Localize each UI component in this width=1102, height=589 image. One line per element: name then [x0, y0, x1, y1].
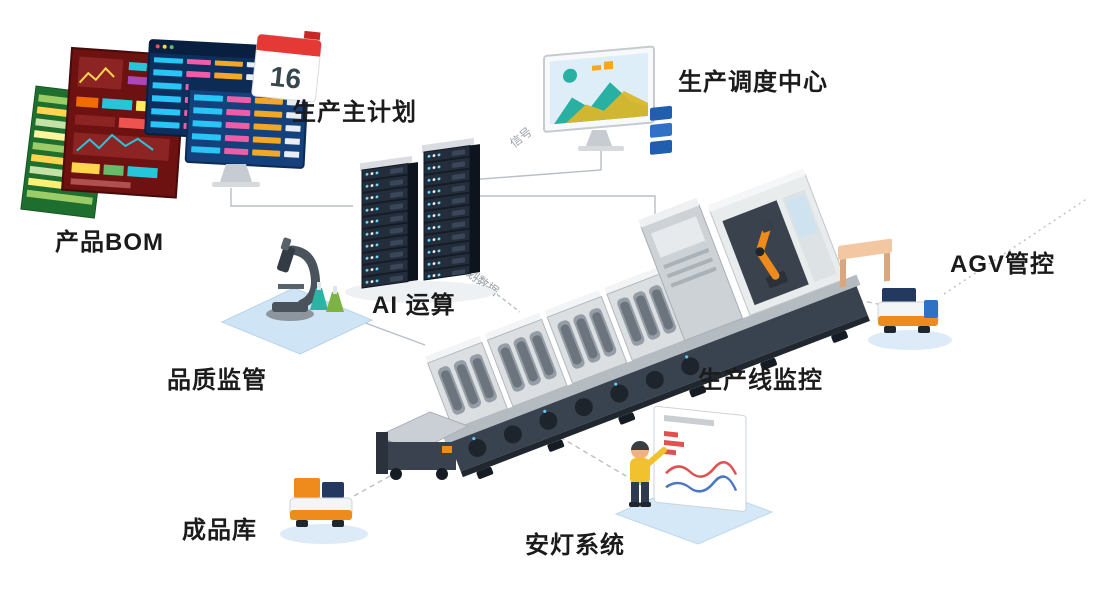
line-feet — [476, 330, 848, 479]
line-cabinet — [638, 197, 744, 342]
edge-conveyor-to-agv — [351, 475, 391, 498]
edge-servers-to-monitor — [467, 151, 602, 181]
label-product-bom: 产品BOM — [55, 229, 164, 256]
agv-left-illustration — [280, 478, 368, 544]
label-dispatch-center: 生产调度中心 — [678, 69, 828, 96]
robot-arm — [755, 220, 788, 289]
microscope — [266, 237, 320, 321]
robot-cell — [707, 168, 846, 317]
production-line-illustration — [424, 168, 870, 479]
bom-screens-illustration — [20, 39, 309, 219]
chart-area-yellow — [566, 91, 648, 124]
label-agv-control: AGV管控 — [950, 251, 1056, 278]
label-line-monitor: 生产线监控 — [698, 367, 823, 394]
exit-table — [838, 238, 892, 288]
edge-agv-right-out — [943, 197, 1089, 295]
label-master-plan: 生产主计划 — [292, 99, 417, 126]
label-andon: 安灯系统 — [525, 532, 625, 559]
lab-flasks — [310, 282, 344, 312]
calendar-day: 16 — [268, 61, 302, 95]
edge-bom-to-servers — [230, 188, 353, 207]
server-tower-right — [422, 137, 480, 281]
andon-person — [629, 441, 667, 507]
line-platform — [441, 274, 861, 444]
edge-servers-to-line — [470, 195, 656, 214]
dispatch-monitor-illustration — [543, 45, 672, 155]
server-racks-illustration — [345, 137, 495, 303]
label-finished-store: 成品库 — [182, 517, 257, 544]
server-tower-left — [360, 155, 418, 289]
server-shadow — [345, 281, 495, 303]
line-motors — [468, 355, 700, 457]
edge-label-signal: 信号 — [507, 125, 535, 151]
quality-platform — [220, 287, 374, 355]
microscope-illustration — [220, 237, 374, 355]
andon-board — [653, 405, 747, 512]
andon-illustration — [614, 405, 774, 545]
chart-dot — [563, 68, 577, 83]
agv-right-illustration — [868, 288, 952, 350]
monitor-stand — [586, 130, 612, 146]
monitor-screen — [543, 45, 655, 133]
calendar-icon: 16 — [251, 30, 322, 103]
side-card-stack — [650, 105, 672, 155]
label-quality: 品质监管 — [167, 367, 267, 394]
monitor-base — [578, 146, 624, 151]
screen-stand-base — [212, 182, 260, 187]
outfeed-conveyor-illustration — [376, 411, 470, 480]
screen-stand — [220, 164, 252, 182]
label-ai-compute: AI 运算 — [372, 292, 456, 319]
